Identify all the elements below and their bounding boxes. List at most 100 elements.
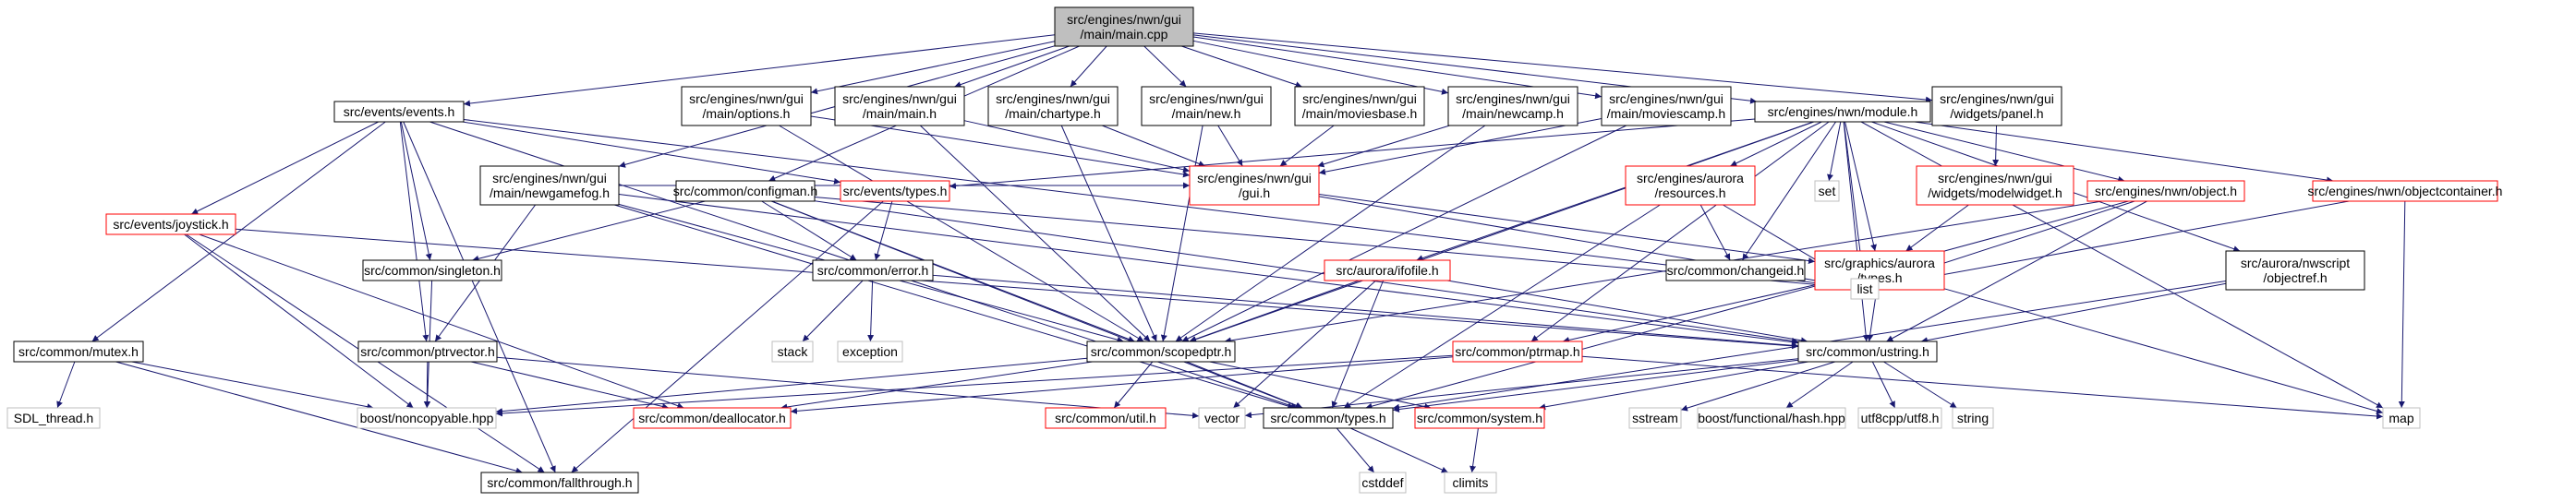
node-box (1447, 86, 1578, 126)
edge-error-to-stack (802, 280, 864, 342)
node-module[interactable]: src/engines/nwn/module.h (1754, 101, 1931, 123)
edge-main_main-to-scopedptr (919, 125, 1151, 342)
node-events_types[interactable]: src/events/types.h (840, 180, 950, 202)
node-label: climits (1453, 475, 1489, 490)
node-main_moviesbase[interactable]: src/engines/nwn/gui/main/moviesbase.h (1294, 86, 1425, 126)
node-label: src/common/system.h (1417, 411, 1542, 425)
node-box (480, 472, 639, 494)
node-label: stack (778, 344, 809, 359)
node-hash[interactable]: boost/functional/hash.hpp (1697, 407, 1846, 429)
node-ustring[interactable]: src/common/ustring.h (1797, 341, 1938, 363)
node-label: src/engines/nwn/module.h (1768, 104, 1918, 119)
edge-aurora_resources-to-common_types (1343, 204, 1661, 409)
node-label: src/engines/nwn/object.h (2095, 184, 2237, 198)
node-exception[interactable]: exception (837, 341, 903, 363)
edge-main_newcamp-to-scopedptr (1175, 125, 1486, 342)
node-main_chartype[interactable]: src/engines/nwn/gui/main/chartype.h (987, 86, 1119, 126)
edge-root-to-events_events (463, 34, 1056, 107)
node-root[interactable]: src/engines/nwn/gui/main/main.cpp (1054, 6, 1194, 47)
node-main_options[interactable]: src/engines/nwn/gui/main/options.h (681, 86, 812, 126)
node-deallocator[interactable]: src/common/deallocator.h (633, 407, 792, 429)
node-cstddef[interactable]: cstddef (1359, 472, 1407, 494)
node-graphics_types[interactable]: src/graphics/aurora/types.h (1814, 250, 1945, 291)
node-utf8[interactable]: utf8cpp/utf8.h (1857, 407, 1942, 429)
node-util[interactable]: src/common/util.h (1045, 407, 1167, 429)
edge-objectref-to-ustring (1920, 282, 2227, 344)
node-widgets_panel[interactable]: src/engines/nwn/gui/widgets/panel.h (1931, 86, 2062, 126)
node-set[interactable]: set (1814, 180, 1840, 202)
node-box (771, 341, 814, 363)
node-label: src/common/mutex.h (18, 344, 139, 359)
node-box (479, 165, 620, 206)
node-modelwidget[interactable]: src/engines/nwn/gui/widgets/modelwidget.… (1916, 165, 2074, 206)
edge-ifofile-to-ustring (1446, 280, 1808, 344)
node-box (1697, 407, 1846, 429)
node-list[interactable]: list (1850, 278, 1880, 300)
node-label: src/engines/nwn/gui (1149, 91, 1264, 106)
node-label: /resources.h (1654, 185, 1725, 200)
edge-system-to-climits (1469, 427, 1479, 473)
node-ifofile[interactable]: src/aurora/ifofile.h (1324, 259, 1451, 281)
node-string[interactable]: string (1952, 407, 1994, 429)
node-sstream[interactable]: sstream (1628, 407, 1682, 429)
node-fallthrough[interactable]: src/common/fallthrough.h (480, 472, 639, 494)
node-mutex[interactable]: src/common/mutex.h (13, 341, 144, 363)
edge-events_events-to-joystick (191, 121, 379, 215)
edge-root-to-main_chartype (1070, 45, 1107, 88)
node-joystick[interactable]: src/events/joystick.h (105, 213, 236, 235)
edge-objectcontainer-to-list (1878, 200, 2350, 289)
node-map[interactable]: map (2382, 407, 2421, 429)
edge-events_events-to-ptrvector (399, 121, 429, 342)
node-label: src/engines/nwn/gui (1609, 91, 1723, 106)
edge-ptrmap-to-noncopyable (495, 354, 1454, 417)
node-main_moviescamp[interactable]: src/engines/nwn/gui/main/moviescamp.h (1601, 86, 1732, 126)
node-box (1263, 407, 1394, 429)
node-main_main[interactable]: src/engines/nwn/gui/main/main.h (834, 86, 965, 126)
node-sdl_thread[interactable]: SDL_thread.h (6, 407, 101, 429)
node-events_events[interactable]: src/events/events.h (333, 101, 465, 123)
node-box (2225, 250, 2365, 291)
node-changeid[interactable]: src/common/changeid.h (1665, 259, 1806, 281)
node-objectcontainer[interactable]: src/engines/nwn/objectcontainer.h (2308, 180, 2503, 202)
node-configman[interactable]: src/common/configman.h (673, 180, 817, 202)
edge-joystick-to-ustring (235, 228, 1799, 350)
edge-ifofile-to-scopedptr (1189, 280, 1360, 342)
node-climits[interactable]: climits (1444, 472, 1497, 494)
edge-module-to-events_types (949, 118, 1756, 189)
node-label: src/engines/nwn/objectcontainer.h (2308, 184, 2503, 198)
node-ptrmap[interactable]: src/common/ptrmap.h (1452, 341, 1583, 363)
node-vector[interactable]: vector (1198, 407, 1246, 429)
node-label: set (1819, 184, 1836, 198)
node-objectref[interactable]: src/aurora/nwscript/objectref.h (2225, 250, 2365, 291)
node-stack[interactable]: stack (771, 341, 814, 363)
node-label: src/common/types.h (1270, 411, 1385, 425)
node-label: src/events/events.h (344, 104, 455, 119)
node-label: /main/moviescamp.h (1607, 106, 1725, 121)
node-main_newgamefog[interactable]: src/engines/nwn/gui/main/newgamefog.h (479, 165, 620, 206)
node-main_new[interactable]: src/engines/nwn/gui/main/new.h (1141, 86, 1272, 126)
node-noncopyable[interactable]: boost/noncopyable.hpp (357, 407, 497, 429)
node-scopedptr[interactable]: src/common/scopedptr.h (1086, 341, 1236, 363)
node-main_newcamp[interactable]: src/engines/nwn/gui/main/newcamp.h (1447, 86, 1578, 126)
node-label: src/common/ptrmap.h (1455, 344, 1579, 359)
node-nwn_object[interactable]: src/engines/nwn/object.h (2086, 180, 2245, 202)
edge-root-to-main_new (1143, 45, 1187, 88)
node-label: src/events/types.h (843, 184, 948, 198)
node-error[interactable]: src/common/error.h (812, 259, 934, 281)
edge-main_newgamefog-to-ustring (618, 193, 1799, 346)
node-gui_h[interactable]: src/engines/nwn/gui/gui.h (1189, 165, 1320, 206)
node-ptrvector[interactable]: src/common/ptrvector.h (357, 341, 498, 363)
node-label: src/common/error.h (817, 263, 929, 278)
node-box (362, 259, 502, 281)
node-singleton[interactable]: src/common/singleton.h (362, 259, 502, 281)
node-label: src/graphics/aurora (1824, 256, 1935, 270)
node-box (333, 101, 465, 123)
node-box (837, 341, 903, 363)
edge-ustring-to-utf8 (1871, 361, 1896, 409)
edge-module-to-ustring (1843, 121, 1869, 342)
node-common_types[interactable]: src/common/types.h (1263, 407, 1394, 429)
node-aurora_resources[interactable]: src/engines/aurora/resources.h (1625, 165, 1756, 206)
node-box (2086, 180, 2245, 202)
node-system[interactable]: src/common/system.h (1414, 407, 1545, 429)
node-box (1850, 278, 1880, 300)
